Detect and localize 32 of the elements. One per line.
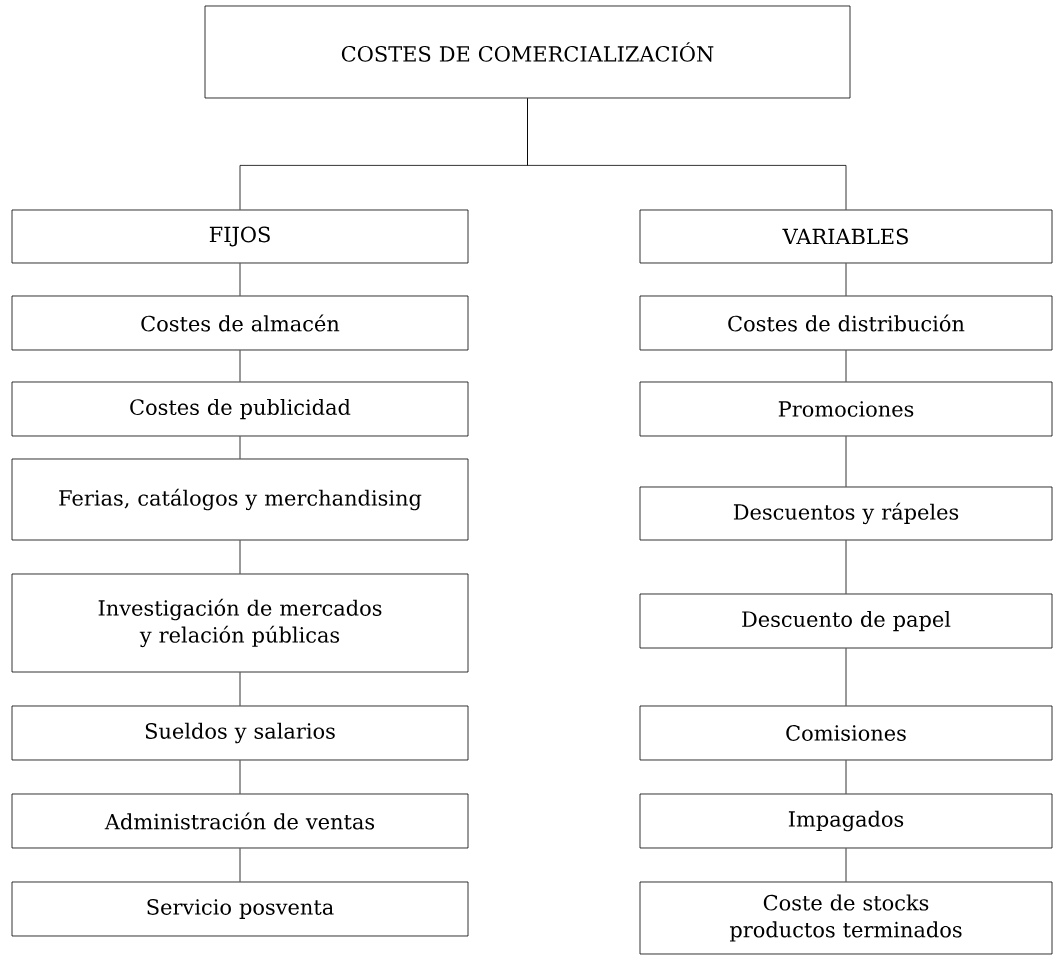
category-box: Ferias, catálogos y merchandising [11, 458, 469, 541]
connector-line [845, 436, 847, 487]
connector-line [239, 672, 241, 706]
connector-line [239, 436, 241, 459]
category-box: Sueldos y salarios [11, 705, 469, 761]
category-box: COSTES DE COMERCIALIZACIÓN [204, 5, 851, 99]
category-box: VARIABLES [639, 209, 1053, 264]
connector-line [845, 760, 847, 794]
connector-line [239, 760, 241, 794]
category-box: Administración de ventas [11, 793, 469, 849]
category-box: Costes de publicidad [11, 381, 469, 437]
connector-line [239, 263, 241, 296]
category-box: Coste de stocks productos terminados [639, 881, 1053, 955]
category-box: Descuentos y rápeles [639, 486, 1053, 541]
connector-line [239, 848, 241, 882]
connector-line [845, 263, 847, 296]
category-box: Servicio posventa [11, 881, 469, 937]
category-box: Promociones [639, 381, 1053, 437]
connector-line [527, 98, 847, 210]
category-box: Costes de almacén [11, 295, 469, 351]
connector-line [845, 648, 847, 706]
category-box: Descuento de papel [639, 593, 1053, 649]
connector-line [845, 540, 847, 594]
category-box: Investigación de mercados y relación públicas [11, 573, 469, 673]
connector-line [239, 540, 241, 574]
category-box: FIJOS [11, 209, 469, 264]
connector-line [239, 350, 241, 382]
category-box: Comisiones [639, 705, 1053, 761]
connector-line [845, 350, 847, 382]
category-box: Impagados [639, 793, 1053, 849]
category-box: Costes de distribución [639, 295, 1053, 351]
connector-line [845, 848, 847, 882]
